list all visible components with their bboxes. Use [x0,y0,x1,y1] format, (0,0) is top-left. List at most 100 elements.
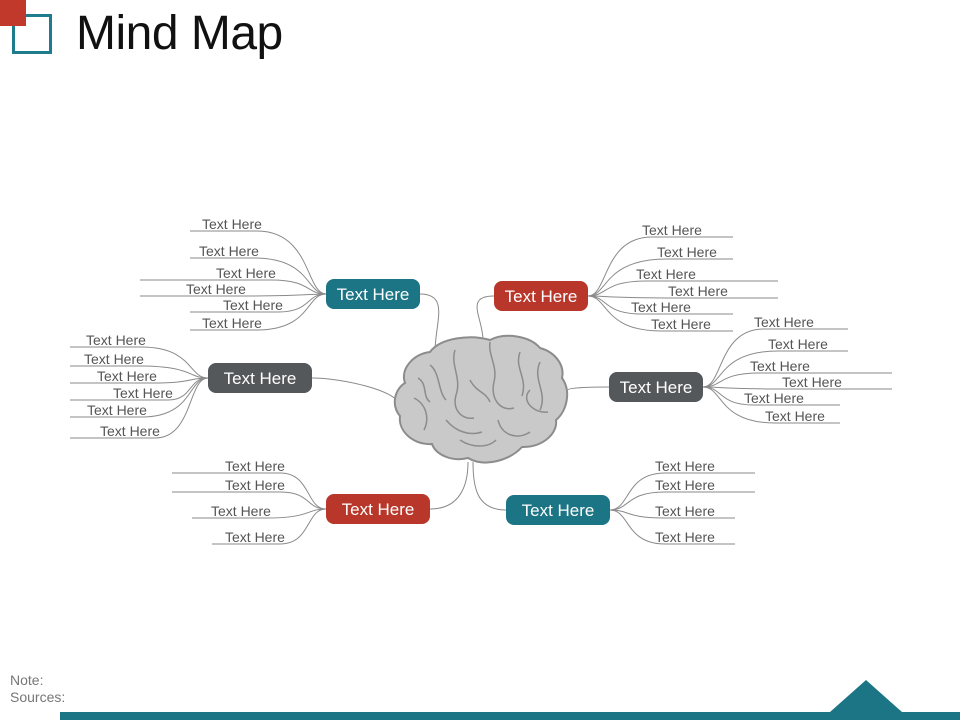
node-bottom-left-pill [326,494,430,524]
leaf-label: Text Here [782,374,842,390]
leaf-connector [702,386,840,406]
node-mid-left-label: Text Here [224,369,297,388]
brain-folds [413,341,549,447]
node-bottom-right-pill [506,495,610,525]
leaf-connector [609,472,755,511]
node-bottom-right-label: Text Here [522,501,595,520]
footer-triangle [830,680,902,712]
leaf-label: Text Here [668,283,728,299]
leaf-connector [702,328,848,388]
leaf-label: Text Here [642,222,702,238]
node-top-right-label: Text Here [505,287,578,306]
leaf-connector [587,280,778,297]
title-accent-block [0,0,26,26]
leaf-connector [172,491,327,510]
leaf-connector [70,377,209,439]
leaf-connector [190,230,327,295]
leaf-connector [172,472,327,510]
node-top-right-pill [494,281,588,311]
node-top-left-label: Text Here [337,285,410,304]
leaf-label: Text Here [754,314,814,330]
leaf-connector [587,236,733,297]
leaf-connector [702,372,892,388]
leaf-connector [702,386,892,390]
leaf-connector [609,491,755,511]
footer-band [60,680,960,720]
brain-outline [393,334,569,464]
node-bottom-left: Text Here [326,494,430,524]
leaf-label: Text Here [657,244,717,260]
leaf-label: Text Here [211,503,271,519]
node-top-right: Text Here [494,281,588,311]
leaf-connector [192,508,327,519]
leaf-label: Text Here [631,299,691,315]
node-bottom-left-label: Text Here [342,500,415,519]
node-mid-left-pill [208,363,312,393]
leaf-label: Text Here [100,423,160,439]
leaf-label: Text Here [765,408,825,424]
leaf-connector [70,377,209,401]
connector-mid-right [567,386,610,391]
connector-bottom-left [429,461,469,510]
leaf-label: Text Here [636,266,696,282]
title-square-icon [12,14,52,54]
leaf-connector [140,279,327,295]
leaf-connector [190,293,327,331]
connector-mid-left [311,377,399,405]
node-mid-right-pill [609,372,703,402]
leaf-label: Text Here [202,315,262,331]
leaf-label: Text Here [651,316,711,332]
node-bottom-right: Text Here [506,495,610,525]
leaf-label: Text Here [744,390,804,406]
note-label: Note: [10,672,44,688]
leaf-label: Text Here [655,458,715,474]
leaf-connector [587,258,733,297]
connector-lines [70,230,892,545]
leaf-label: Text Here [87,402,147,418]
leaf-connector [70,377,209,384]
node-top-left: Text Here [326,279,420,309]
leaf-label: Text Here [86,332,146,348]
leaf-label: Text Here [750,358,810,374]
connector-top-right [476,295,495,341]
node-mid-right-label: Text Here [620,378,693,397]
leaf-label: Text Here [655,503,715,519]
leaf-connector [587,295,733,332]
leaf-connector [702,386,840,424]
connector-bottom-right [472,461,507,511]
leaf-connector [190,293,327,313]
leaf-label: Text Here [225,477,285,493]
leaf-label: Text Here [202,216,262,232]
node-top-left-pill [326,279,420,309]
leaf-connector [609,509,735,545]
leaf-connector [212,508,327,545]
leaf-connector [190,257,327,295]
brain-icon [393,334,569,464]
leaf-label: Text Here [216,265,276,281]
leaf-label: Text Here [223,297,283,313]
leaf-label: Text Here [97,368,157,384]
leaf-label: Text Here [225,458,285,474]
leaf-connector [70,346,209,379]
footer-stripe [60,712,960,720]
leaf-connector [70,377,209,418]
page-title: Mind Map [76,7,283,60]
leaf-connector [702,350,848,388]
leaf-label: Text Here [113,385,173,401]
leaf-connector [587,295,778,299]
sources-label: Sources: [10,689,66,705]
leaf-label: Text Here [768,336,828,352]
leaf-connector [70,365,209,379]
leaf-label: Text Here [655,477,715,493]
connector-top-left [419,293,440,353]
leaf-connector [140,293,327,297]
node-mid-left: Text Here [208,363,312,393]
leaf-connector [609,509,735,519]
leaf-label: Text Here [84,351,144,367]
leaf-connector [587,295,733,315]
leaf-label: Text Here [199,243,259,259]
node-mid-right: Text Here [609,372,703,402]
leaf-label: Text Here [655,529,715,545]
